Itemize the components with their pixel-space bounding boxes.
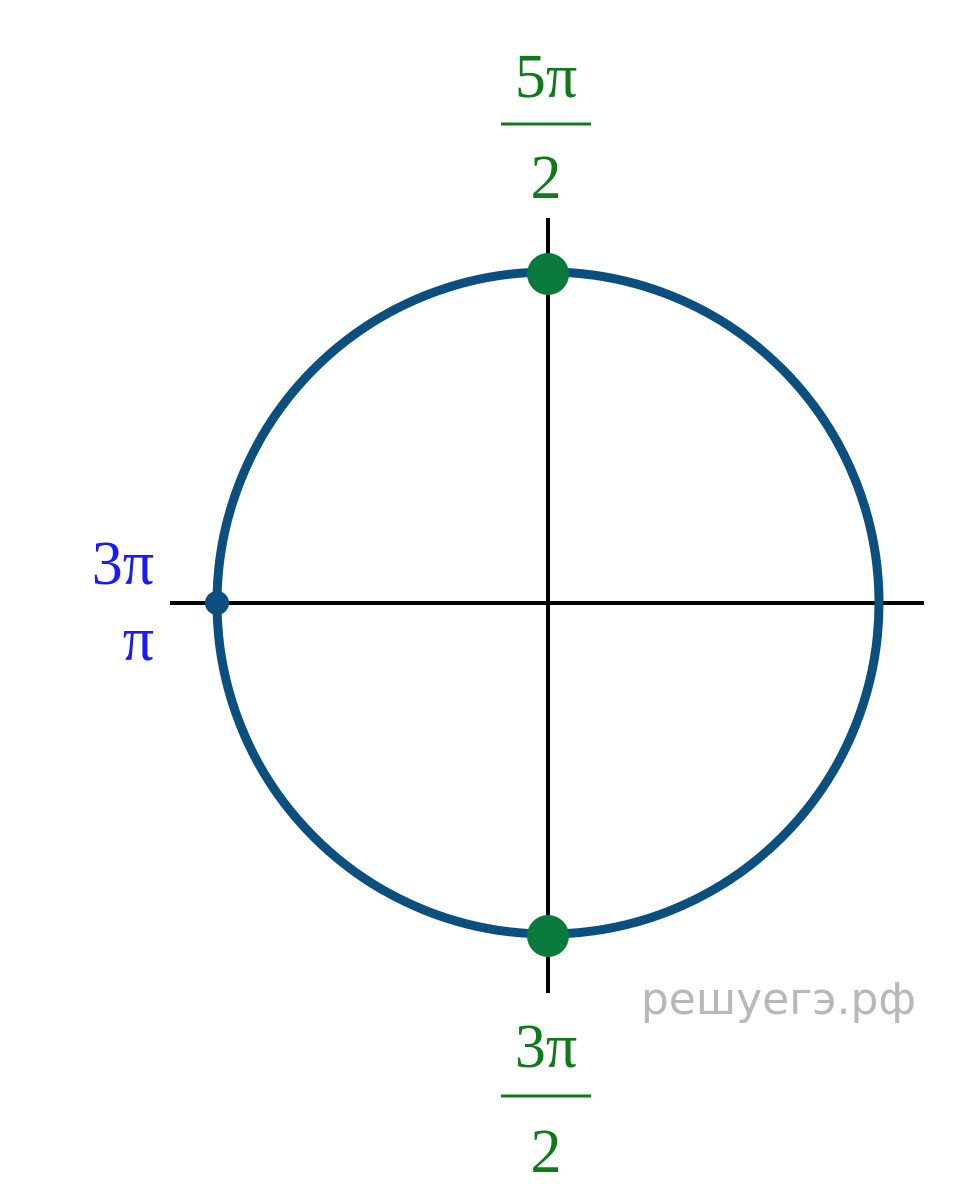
point-top — [527, 253, 569, 295]
watermark-text: решуегэ.рф — [641, 974, 916, 1025]
point-left — [205, 591, 229, 615]
left-label-upper: 3π — [92, 530, 154, 598]
bottom-label-numerator: 3π — [515, 1013, 577, 1081]
bottom-label-denominator: 2 — [531, 1118, 562, 1186]
left-label-lower: π — [123, 606, 154, 674]
top-label-denominator: 2 — [531, 144, 562, 212]
point-bottom — [527, 915, 569, 957]
top-label-numerator: 5π — [515, 43, 577, 111]
